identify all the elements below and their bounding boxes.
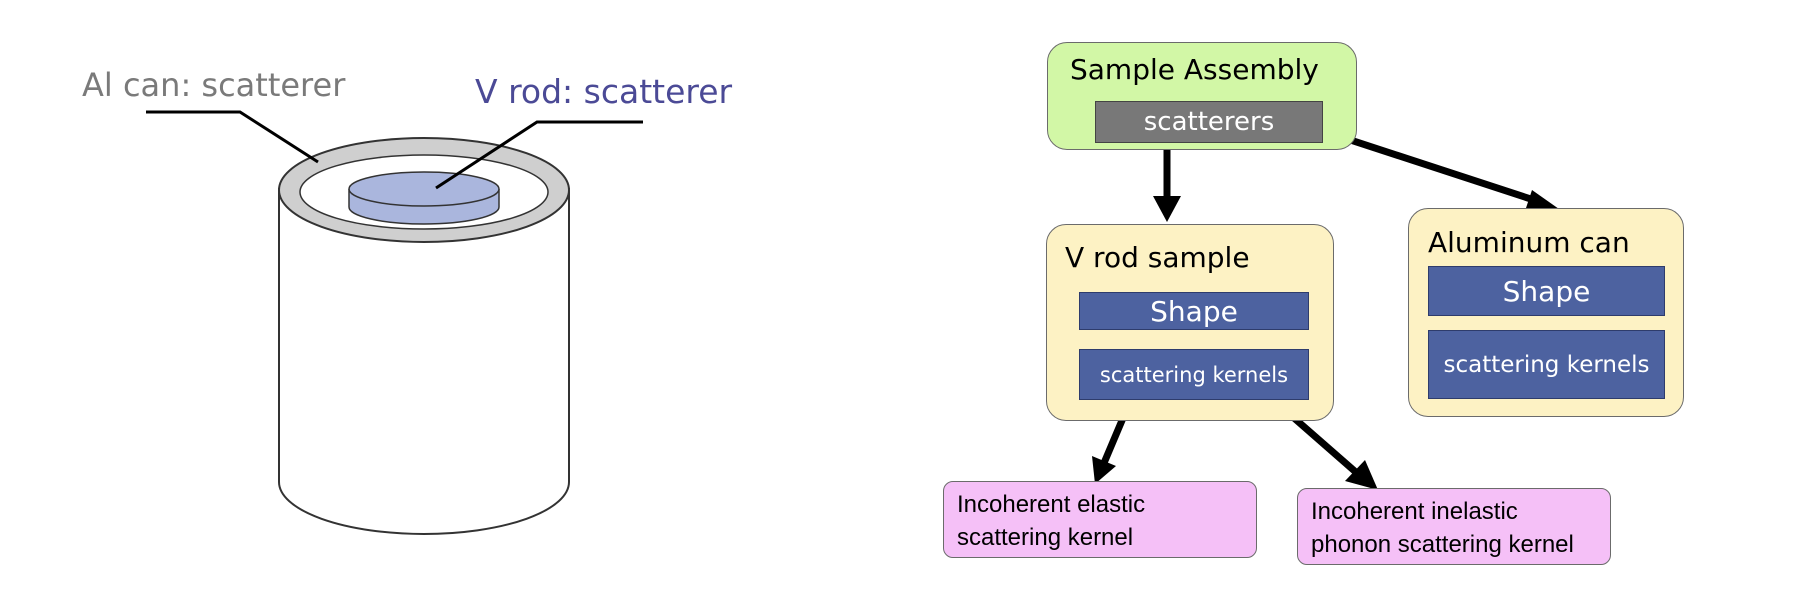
aluminum-can-title: Aluminum can (1428, 226, 1630, 259)
aluminum-can-kernels-box: scattering kernels (1428, 330, 1665, 399)
inelastic-kernel-line-1: Incoherent inelastic (1311, 498, 1518, 525)
v-rod-shape-box: Shape (1079, 292, 1309, 330)
v-rod-sample-title: V rod sample (1065, 241, 1250, 274)
al-can-leader-line (146, 110, 319, 164)
inelastic-kernel-text: Incoherent inelastic phonon scattering k… (1311, 495, 1574, 561)
incoherent-inelastic-kernel-node: Incoherent inelastic phonon scattering k… (1297, 488, 1611, 565)
sample-assembly-title: Sample Assembly (1070, 53, 1319, 86)
incoherent-elastic-kernel-node: Incoherent elastic scattering kernel (943, 481, 1257, 558)
aluminum-can-shape-box: Shape (1428, 266, 1665, 316)
v-rod-kernels-box: scattering kernels (1079, 349, 1309, 400)
v-rod-leader-line (435, 120, 643, 190)
v-rod-label: V rod: scatterer (475, 72, 733, 111)
can-body (278, 188, 570, 535)
scatterers-box: scatterers (1095, 101, 1323, 143)
elastic-kernel-text: Incoherent elastic scattering kernel (957, 488, 1145, 554)
rod-top (348, 171, 500, 207)
elastic-kernel-line-1: Incoherent elastic (957, 491, 1146, 518)
elastic-kernel-line-2: scattering kernel (957, 524, 1134, 551)
inelastic-kernel-line-2: phonon scattering kernel (1311, 531, 1574, 558)
al-can-label: Al can: scatterer (82, 66, 346, 104)
